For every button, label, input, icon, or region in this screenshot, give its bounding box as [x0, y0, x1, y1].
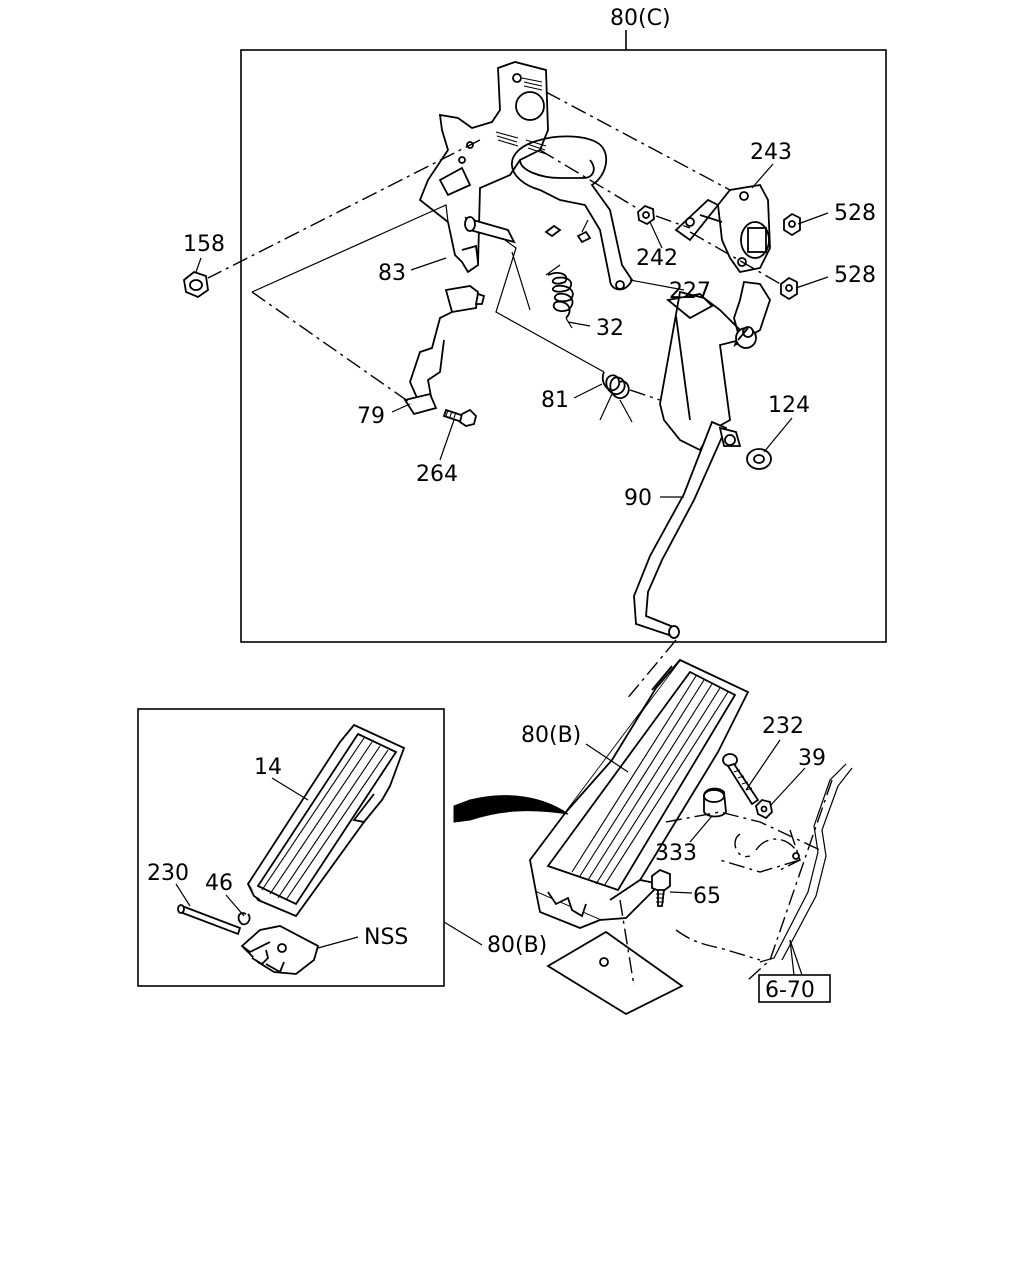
- floor-mount-plate: [546, 899, 684, 1016]
- callout-232: 232: [762, 714, 804, 739]
- callout-227: 227: [669, 279, 711, 304]
- callout-90: 90: [624, 486, 652, 511]
- harness-connector-79: [403, 285, 486, 416]
- callout-32: 32: [596, 316, 624, 341]
- nut-528-lower: [780, 276, 798, 301]
- callout-124: 124: [768, 393, 810, 418]
- callout-14: 14: [254, 755, 282, 780]
- stopper-333: [703, 787, 727, 818]
- callout-80c: 80(C): [610, 6, 671, 31]
- inset-pedal-pad-14: [246, 723, 406, 918]
- sensor-plate: [674, 198, 720, 242]
- callout-158: 158: [183, 232, 225, 257]
- inset-arrow: [453, 795, 569, 823]
- pivot-shaft: [464, 216, 516, 244]
- bolt-264: [442, 408, 477, 427]
- clip-46: [237, 912, 251, 926]
- callout-80b-inset: 80(B): [487, 933, 547, 958]
- callout-264: 264: [416, 462, 458, 487]
- callout-nss: NSS: [364, 925, 408, 950]
- callout-80b: 80(B): [521, 723, 581, 748]
- small-screws: [544, 219, 592, 244]
- callout-333: 333: [655, 841, 697, 866]
- assembly-dash-lines: [207, 91, 785, 701]
- bolt-232: [722, 753, 760, 806]
- callout-243: 243: [750, 140, 792, 165]
- bolt-65: [651, 868, 671, 907]
- reference-box: [758, 974, 831, 1003]
- upper-assembly-frame: [240, 49, 887, 643]
- callout-79: 79: [357, 404, 385, 429]
- assembly-solid-lines: [251, 204, 605, 373]
- reference-6-70: 6-70: [765, 978, 815, 1003]
- callout-81: 81: [541, 388, 569, 413]
- spring-81: [599, 371, 633, 423]
- callout-leaders: [175, 163, 829, 976]
- inset-pedal-frame: [137, 708, 445, 987]
- callout-46: 46: [205, 871, 233, 896]
- floor-panel-outline: [665, 763, 853, 981]
- washer-124: [746, 448, 772, 470]
- callout-230: 230: [147, 861, 189, 886]
- pedal-bracket-83: [418, 61, 549, 274]
- pin-230: [177, 904, 242, 936]
- return-spring-wire-227: [511, 135, 634, 291]
- nut-528-upper: [783, 212, 801, 237]
- pedal-rod-90: [633, 420, 742, 639]
- callout-242: 242: [636, 246, 678, 271]
- accelerator-pedal-80b: [529, 658, 750, 929]
- nut-242: [637, 204, 655, 226]
- hinge-nss: [240, 925, 320, 975]
- callout-65: 65: [693, 884, 721, 909]
- callout-528-lower: 528: [834, 263, 876, 288]
- callout-528-upper: 528: [834, 201, 876, 226]
- callout-39: 39: [798, 746, 826, 771]
- nut-158: [183, 270, 209, 299]
- callout-83: 83: [378, 261, 406, 286]
- pedal-arm-housing: [659, 281, 771, 452]
- bracket-studs: [495, 77, 547, 155]
- nut-39: [755, 799, 773, 820]
- spring-32: [545, 264, 574, 329]
- pedal-position-sensor-243: [699, 184, 771, 273]
